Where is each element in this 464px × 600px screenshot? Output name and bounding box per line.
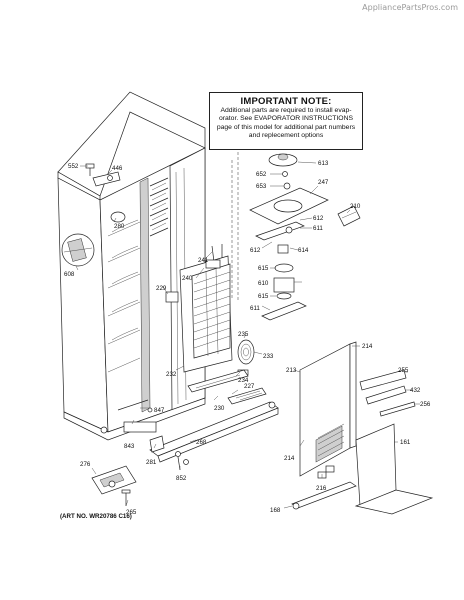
callout-852: 852 [176,475,187,482]
callout-214-b: 214 [284,455,295,462]
callout-210: 210 [350,203,361,210]
callout-612-b: 612 [250,247,261,254]
callout-216: 216 [316,485,327,492]
part-heater-235 [237,339,255,365]
callout-256: 256 [420,401,431,408]
callout-241: 241 [198,257,209,264]
callout-608: 608 [64,271,75,278]
callout-268-a: 268 [196,439,207,446]
part-control-608 [61,233,95,267]
callout-611-b: 611 [250,305,260,312]
callout-229: 229 [156,285,167,292]
callout-615-a: 615 [258,265,269,272]
note-title: IMPORTANT NOTE: [240,96,332,107]
callout-235: 235 [238,331,249,338]
part-deflector-161 [354,423,434,515]
leader-lines [75,161,420,509]
watermark-text: AppliancePartsPros.com [362,3,458,12]
callout-227: 227 [244,383,255,390]
callout-255: 255 [398,367,409,374]
note-line: page of this model for additional part n… [216,123,356,131]
part-cover-280 [110,211,126,223]
callout-213: 213 [286,367,297,374]
part-847 [117,399,153,413]
callout-612-a: 612 [313,215,324,222]
panel-213 [299,341,357,477]
callout-610: 610 [258,280,269,287]
callout-240: 240 [182,275,193,282]
callout-214-a: 214 [362,343,373,350]
callout-281: 281 [146,459,157,466]
callout-230: 230 [214,405,225,412]
part-damper-210 [337,205,361,227]
callout-276: 276 [80,461,91,468]
callout-234: 234 [238,377,249,384]
callout-614: 614 [298,247,309,254]
part-drain-pan-268 [149,401,279,463]
callout-168: 168 [270,507,281,514]
evaporator-232 [165,244,233,373]
part-strip-255 [359,369,407,391]
note-line: orator. See EVAPORATOR INSTRUCTIONS [218,115,354,123]
callout-843: 843 [124,443,135,450]
part-hinge-446 [92,171,121,187]
callout-labels: 552 446 280 608 613 652 653 247 210 612 … [64,160,431,516]
part-trough-230 [187,369,249,393]
callout-613: 613 [318,160,329,167]
part-281 [149,435,165,453]
callout-611-a: 611 [313,225,323,232]
callout-247: 247 [318,179,329,186]
callout-233: 233 [263,353,274,360]
fan-assembly [231,152,329,321]
part-852 [175,451,189,471]
part-screw-265 [121,489,131,506]
note-line: and replecement options [248,132,324,140]
part-hinge-276 [91,465,137,495]
callout-615-b: 615 [258,293,269,300]
callout-446: 446 [112,165,123,172]
callout-847: 847 [154,407,165,414]
callout-161: 161 [400,439,411,446]
callout-653: 653 [256,183,267,190]
part-227 [227,387,267,405]
art-number: (ART NO. WR20786 C16) [60,513,132,520]
note-line: Additional parts are required to install… [220,107,352,114]
important-note-box: IMPORTANT NOTE: Additional parts are req… [209,92,363,150]
part-rail-168 [291,481,357,510]
callout-280: 280 [114,223,125,230]
callout-232: 232 [166,371,177,378]
part-843 [123,421,157,433]
callout-652: 652 [256,171,267,178]
part-strip-432 [365,385,407,405]
callout-265: 265 [126,509,137,516]
part-256 [379,401,416,417]
callout-552: 552 [68,163,79,170]
callout-432: 432 [410,387,421,394]
